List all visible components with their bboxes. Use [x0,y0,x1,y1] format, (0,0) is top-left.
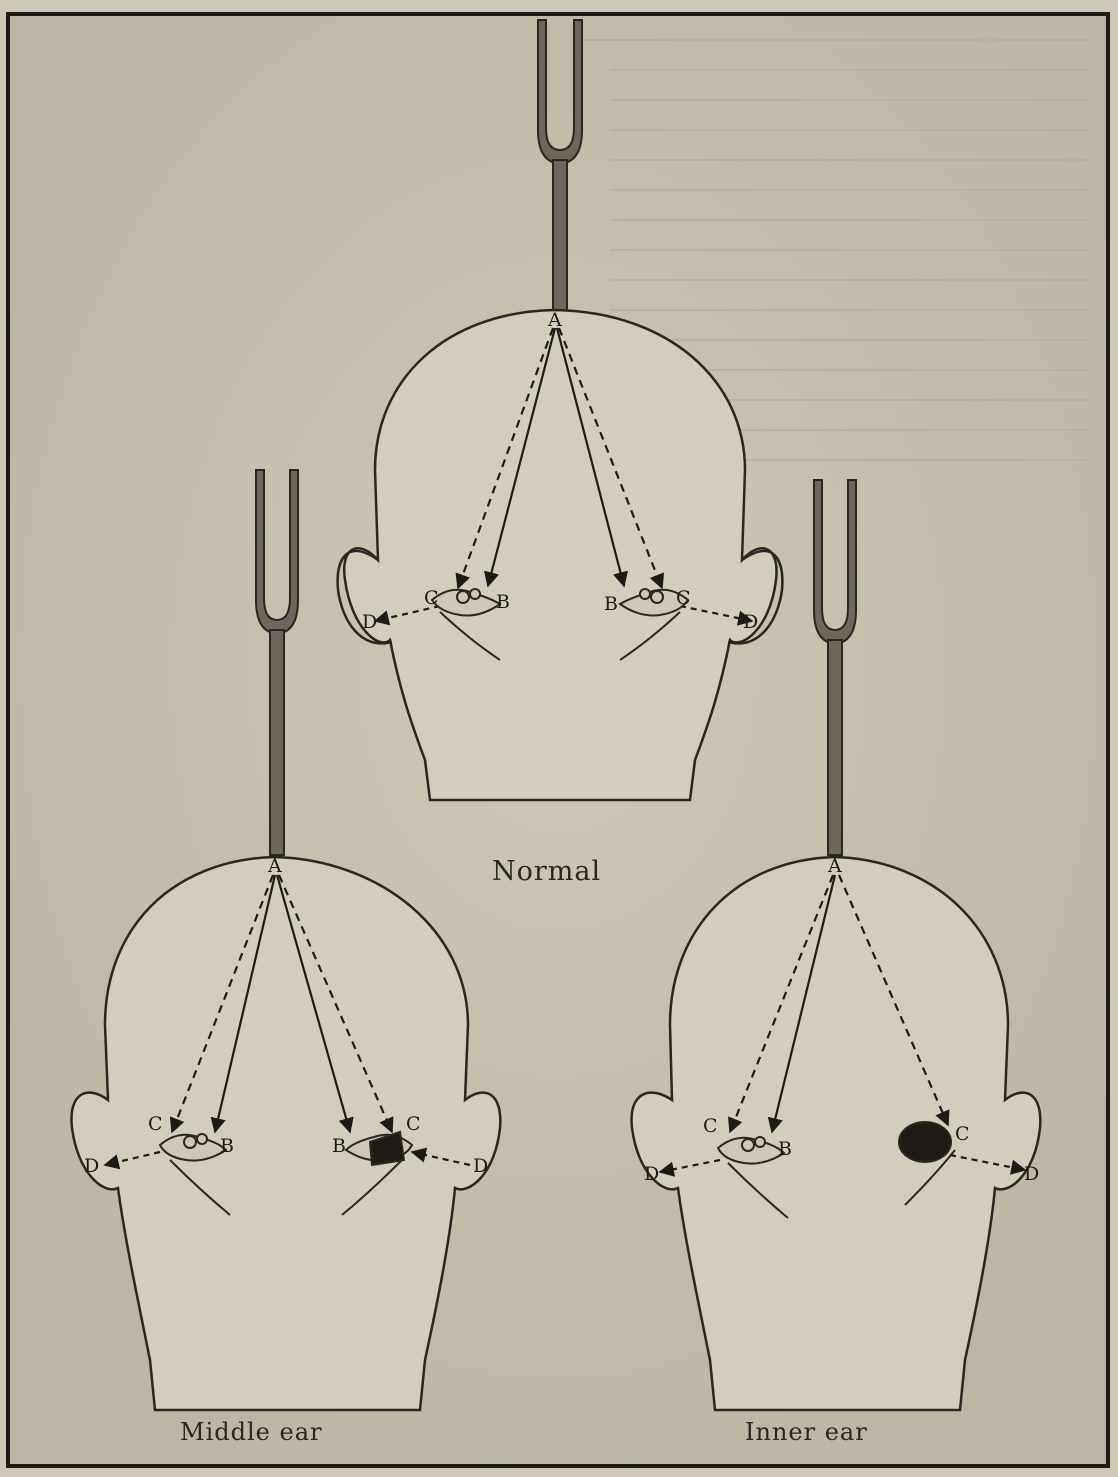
label-d-left-middle-ear: D [84,1155,99,1177]
label-d-left-normal: D [362,611,377,633]
label-b-left-middle-ear: B [220,1135,234,1157]
label-b-right-normal: B [604,593,618,615]
label-c-left-middle-ear: C [148,1113,163,1135]
caption-inner-ear: Inner ear [745,1418,868,1446]
caption-normal: Normal [492,856,601,887]
label-d-right-normal: D [743,611,758,633]
label-c-right-middle-ear: C [406,1113,421,1135]
label-a-normal: A [547,309,562,331]
label-a-middle-ear: A [267,855,282,877]
label-c-left-normal: C [424,587,439,609]
label-a-inner-ear: A [827,855,842,877]
label-c-left-inner-ear: C [703,1115,718,1137]
label-d-right-middle-ear: D [473,1155,488,1177]
label-b-left-normal: B [496,591,510,613]
inner-ear-lesion [899,1122,951,1162]
label-b-left-inner-ear: B [778,1138,792,1160]
label-c-right-inner-ear: C [955,1123,970,1145]
caption-middle-ear: Middle ear [180,1418,322,1446]
label-c-right-normal: C [676,587,691,609]
label-d-right-inner-ear: D [1024,1163,1039,1185]
label-b-right-middle-ear: B [332,1135,346,1157]
label-d-left-inner-ear: D [644,1163,659,1185]
